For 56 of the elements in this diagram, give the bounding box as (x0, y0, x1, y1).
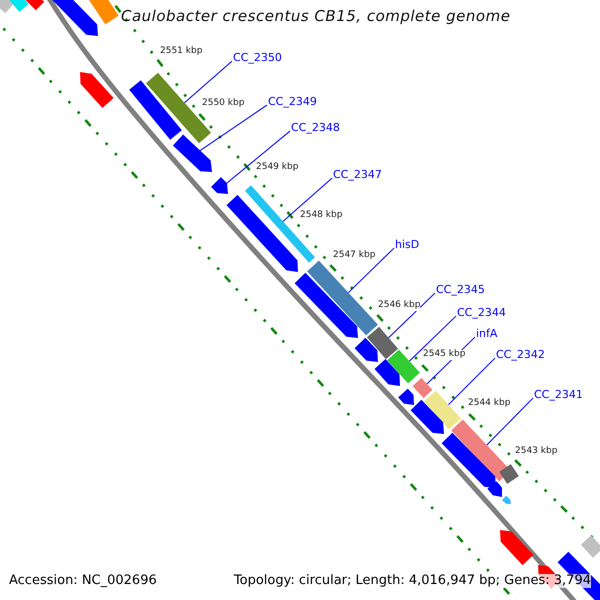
gene-label: hisD (395, 239, 420, 252)
leader-line (226, 130, 290, 184)
leader-line (200, 104, 268, 152)
gene-feature (354, 338, 378, 362)
leader-line (486, 398, 534, 446)
gene-bar (129, 80, 182, 140)
gene-feature (226, 194, 298, 272)
gene-bar (580, 535, 600, 558)
gene-label: infA (476, 328, 498, 340)
scale-label: 2543 kbp (515, 447, 558, 457)
gene-bar (307, 260, 378, 336)
gene-feature (374, 359, 400, 386)
scale-label: 2546 kbp (378, 301, 420, 311)
leader-line (448, 358, 496, 406)
gene-label: CC_2345 (436, 284, 485, 296)
gene-label: CC_2344 (457, 307, 506, 320)
gene-feature (502, 496, 511, 504)
gene-label: CC_2341 (534, 389, 583, 402)
scale-label: 2549 kbp (256, 163, 298, 173)
genome-info-text: Topology: circular; Length: 4,016,947 bp; Genes: 3,794 (234, 574, 591, 588)
gene-bar (7, 0, 29, 12)
title: Caulobacter crescentus CB15, complete genome (121, 8, 510, 24)
gene-feature (487, 481, 502, 497)
gene-feature (80, 72, 114, 108)
gene-bar (387, 350, 420, 384)
gene-feature (410, 400, 444, 434)
gene-feature (294, 272, 358, 338)
scale-label: 2547 kbp (333, 251, 376, 261)
leader-line (348, 248, 394, 294)
leader-line (388, 292, 436, 338)
scale-label: 2544 kbp (468, 399, 510, 409)
scale-label: 2545 kbp (423, 350, 466, 360)
gene-feature (398, 388, 414, 405)
gene-label: CC_2342 (496, 349, 545, 362)
gene-label: CC_2348 (291, 122, 340, 134)
gene-feature (500, 530, 534, 566)
gene-bar (24, 0, 44, 10)
gene-bar (0, 0, 15, 14)
leader-line (282, 178, 332, 222)
gene-feature (211, 177, 228, 194)
gene-feature (50, 0, 98, 36)
gene-feature (442, 432, 496, 488)
gene-bar (412, 378, 432, 398)
gene-label: CC_2347 (333, 169, 382, 182)
gene-label: CC_2350 (233, 52, 282, 64)
scale-label: 2550 kbp (202, 99, 244, 109)
scale-label: 2551 kbp (160, 47, 202, 57)
gene-bar (366, 326, 398, 360)
gene-bar (499, 464, 519, 484)
gene-label: CC_2349 (268, 96, 317, 108)
scale-label: 2548 kbp (300, 211, 342, 221)
leader-line (408, 316, 456, 362)
leader-line (184, 60, 232, 104)
accession-text: Accession: NC_002696 (9, 574, 157, 588)
gene-feature (172, 134, 212, 172)
gene-bar (424, 390, 461, 430)
